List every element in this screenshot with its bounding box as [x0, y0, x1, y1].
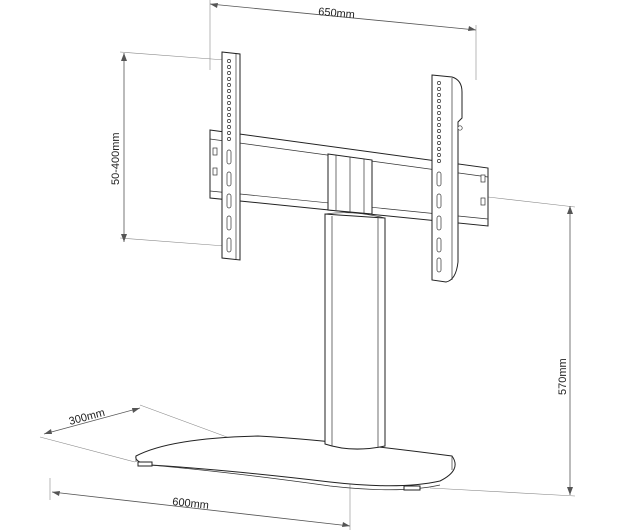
dimension-base-depth-label: 300mm	[68, 407, 107, 428]
left-vesa-bracket	[221, 51, 241, 261]
dimension-base-width: 600mm	[49, 478, 351, 530]
dimension-base-width-label: 600mm	[172, 496, 210, 512]
dimension-width-top: 650mm	[209, 0, 477, 80]
left-bracket-holes	[226, 59, 232, 253]
right-vesa-bracket	[431, 74, 463, 283]
dimension-height: 570mm	[429, 196, 576, 497]
upper-column	[327, 153, 373, 215]
right-bracket-holes	[436, 81, 442, 273]
dimension-width-top-label: 650mm	[318, 6, 356, 21]
base-feet	[137, 461, 421, 491]
dimension-vesa-range: 50-400mm	[110, 51, 226, 247]
main-column	[324, 212, 386, 450]
base-plate	[135, 435, 456, 491]
dimension-vesa-range-label: 50-400mm	[110, 132, 122, 185]
dimension-height-label: 570mm	[557, 358, 569, 395]
